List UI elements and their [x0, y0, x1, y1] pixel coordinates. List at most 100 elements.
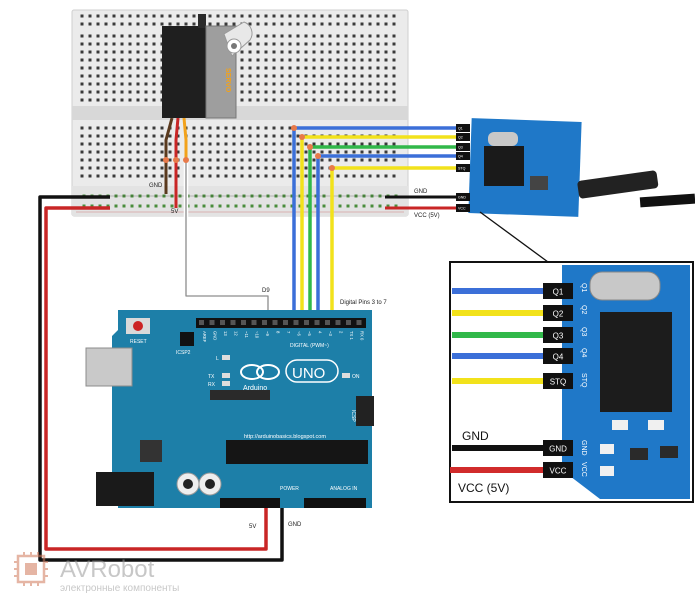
- inset-silk-label: Q2: [580, 305, 587, 314]
- module-pin-label: STQ: [458, 167, 466, 171]
- module-pin-label: Q2: [458, 136, 463, 140]
- inset-pin-label: Q1: [553, 288, 564, 297]
- module-pin: [456, 193, 470, 201]
- inset-pin: [543, 440, 573, 456]
- module-pin-label: Q1: [458, 127, 463, 131]
- inset-pin-label: VCC: [550, 467, 567, 476]
- rail-vcc-label: VCC (5V): [414, 213, 440, 219]
- module-pin-label: Q3: [458, 146, 463, 150]
- arduino-brand: Arduino: [243, 385, 267, 392]
- wires: [38, 117, 458, 562]
- wire-5v-red: [44, 206, 268, 551]
- module-pin-label: GND: [458, 196, 466, 200]
- header-pin: [262, 320, 267, 325]
- rx-label: RX: [208, 382, 216, 388]
- header-pin: [335, 320, 341, 325]
- module-pin-label: VCC: [458, 207, 466, 211]
- header-pin-label: ~5: [307, 331, 312, 336]
- header-pin-label: ~11: [244, 331, 249, 338]
- arduino-logo: Arduino UNO: [240, 359, 339, 392]
- watermark-brand: AVRobot: [60, 556, 155, 583]
- inset-silk-label: Q4: [580, 348, 587, 357]
- inset-silk-label: STQ: [580, 373, 587, 388]
- module-pin: [456, 143, 470, 151]
- inset-pin-label: GND: [549, 445, 567, 454]
- digital-pins-label: Digital Pins 3 to 7: [340, 300, 387, 306]
- wire-gnd-black: [38, 195, 284, 562]
- module-pin: [456, 133, 470, 141]
- inset-pin-label: Q2: [553, 310, 564, 319]
- inset-pin: [543, 348, 573, 364]
- pin-5v-label: 5V: [249, 524, 256, 530]
- reset-label: RESET: [130, 339, 147, 345]
- header-pin-label: ~10: [255, 331, 260, 339]
- header-pin-label: 7: [286, 331, 291, 334]
- bb-5v-label: 5V: [171, 209, 178, 215]
- digital-header-label: DIGITAL (PWM~): [290, 343, 329, 349]
- header-pin-label: 4: [318, 331, 323, 334]
- inset-silk-label: GND: [580, 440, 587, 456]
- header-pin-label: 2: [339, 331, 344, 334]
- header-pin: [199, 320, 204, 325]
- rail-gnd-label: GND: [414, 189, 428, 195]
- inset-pin-label: Q4: [553, 353, 564, 362]
- header-pin: [304, 320, 309, 325]
- inset-pin-label: Q3: [553, 332, 564, 341]
- icsp-label: ICSP: [350, 410, 356, 422]
- header-pin-label: ~9: [265, 331, 270, 336]
- d9-label: D9: [262, 288, 270, 294]
- header-pin-label: GND: [213, 331, 218, 340]
- header-pin: [272, 320, 278, 325]
- analog-label: ANALOG IN: [330, 486, 358, 492]
- inset-gnd-label: GND: [462, 429, 489, 443]
- header-pin: [346, 320, 351, 325]
- header-pin: [220, 320, 225, 325]
- header-pin: [314, 320, 320, 325]
- servo-lead-orange: [182, 117, 188, 160]
- servo-lead-red: [174, 117, 180, 208]
- inset-silk-label: VCC: [580, 462, 587, 477]
- inset-pin: [543, 305, 573, 321]
- header-pin-label: 13: [223, 331, 228, 336]
- inset-pin: [543, 373, 573, 389]
- header-pin: [325, 320, 330, 325]
- bb-gnd-label: GND: [149, 183, 163, 189]
- header-pin: [230, 320, 236, 325]
- inset-silk-label: Q1: [580, 283, 587, 292]
- inset-pin: [543, 462, 573, 478]
- header-pin-label: RX 0: [360, 331, 365, 341]
- servo: SERVO: [162, 14, 253, 119]
- header-pin: [241, 320, 246, 325]
- servo-label: SERVO: [224, 68, 231, 93]
- header-pin: [209, 320, 215, 325]
- module-pin: [456, 124, 470, 132]
- on-label: ON: [352, 374, 360, 380]
- inset-vcc-label: VCC (5V): [458, 481, 509, 495]
- inset-pin: [543, 327, 573, 343]
- header-pin: [283, 320, 288, 325]
- arduino-model: UNO: [292, 365, 325, 382]
- pin-gnd-label: GND: [288, 522, 302, 528]
- header-pin-label: TX 1: [349, 331, 354, 341]
- l-led-label: L: [216, 356, 219, 362]
- inset-silk-label: Q3: [580, 327, 587, 336]
- header-pin-label: ~3: [328, 331, 333, 336]
- header-pin: [293, 320, 299, 325]
- module-pin: [456, 204, 470, 212]
- module-pin: [456, 152, 470, 160]
- header-pin: [251, 320, 257, 325]
- inset-pin: [543, 283, 573, 299]
- inset-pin-label: STQ: [550, 378, 566, 387]
- module-pin-label: Q4: [458, 155, 463, 159]
- arduino-url: http://arduinobasics.blogspot.com: [244, 434, 326, 440]
- header-pin: [356, 320, 362, 325]
- icsp2-label: ICSP2: [176, 350, 191, 356]
- module-pin: [456, 164, 470, 172]
- watermark-tagline: электронные компоненты: [60, 583, 179, 594]
- header-pin-label: AREF: [202, 331, 207, 343]
- header-pin-label: ~6: [297, 331, 302, 336]
